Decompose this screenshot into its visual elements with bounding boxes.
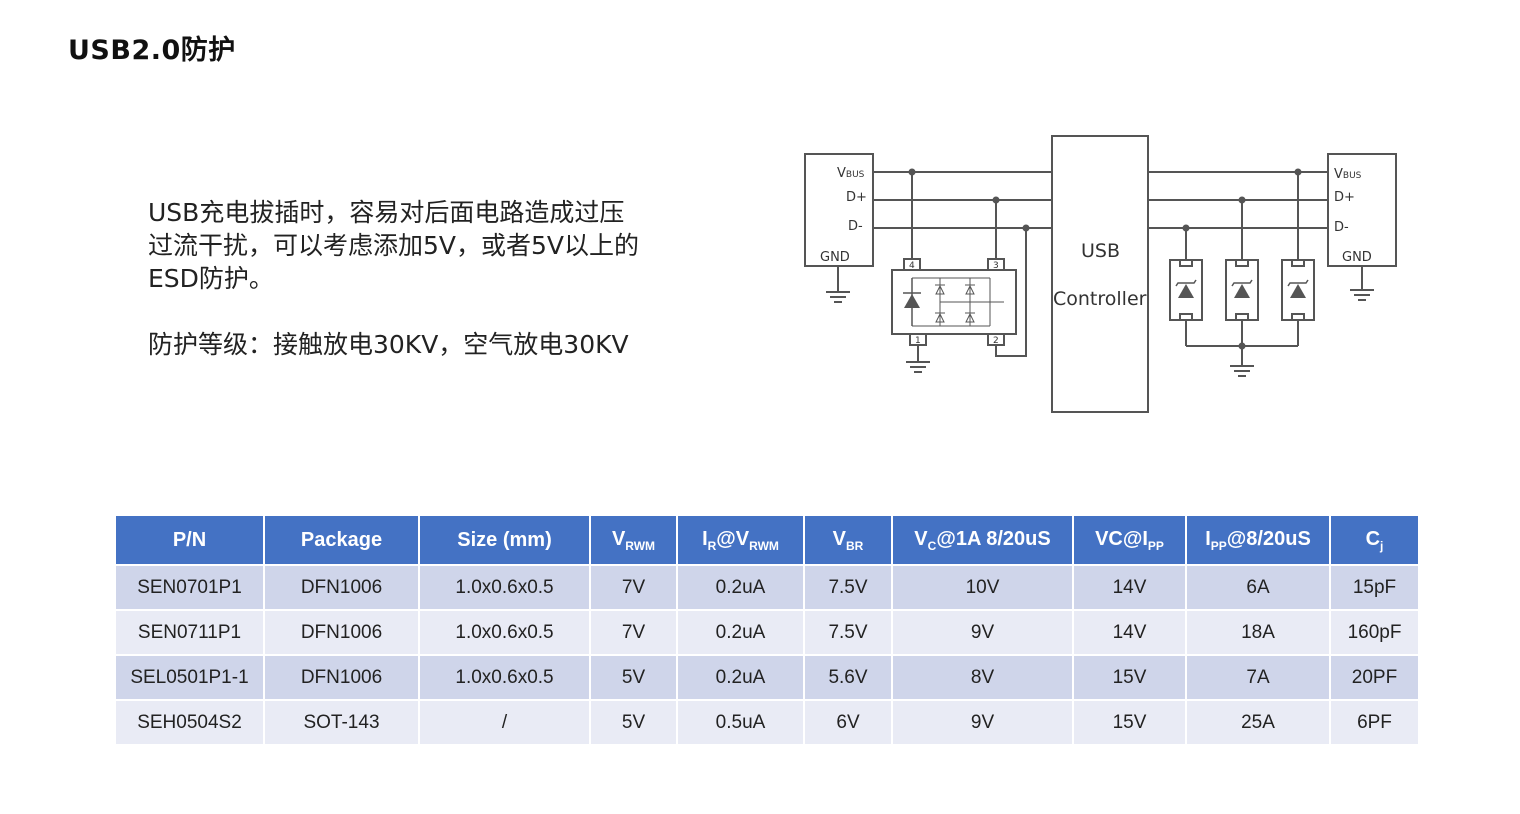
table-cell: 14V xyxy=(1073,564,1187,610)
pin-label-4: 4 xyxy=(909,261,915,271)
usb-protection-circuit-diagram: VBUS D+ D- GND USB Controller 4 3 1 2 xyxy=(804,135,1397,413)
table-cell: SOT-143 xyxy=(264,699,420,744)
tvs-ground-symbol xyxy=(1230,365,1254,377)
usb-controller-block xyxy=(1051,135,1149,413)
col-header-package: Package xyxy=(264,516,420,565)
right-dm-label: D- xyxy=(1334,220,1349,235)
table-cell: 1.0x0.6x0.5 xyxy=(419,564,591,610)
table-cell: 6A xyxy=(1186,564,1331,610)
table-cell: DFN1006 xyxy=(264,654,420,700)
table-cell: 0.2uA xyxy=(677,609,805,655)
tvs-diode-dp xyxy=(1225,196,1259,366)
tvs-diode-vbus xyxy=(1281,168,1315,346)
controller-label-controller: Controller xyxy=(1053,288,1147,310)
description-line-2: 过流干扰，可以考虑添加5V，或者5V以上的 xyxy=(148,231,640,260)
left-dp-label: D+ xyxy=(846,190,867,205)
col-header-vc: VC@1A 8/20uS xyxy=(892,516,1074,565)
pin-label-1: 1 xyxy=(915,336,921,346)
col-header-ipp: IPP@8/20uS xyxy=(1186,516,1331,565)
table-cell: 7A xyxy=(1186,654,1331,700)
esd-array-ic: 4 3 1 2 xyxy=(891,258,1017,346)
table-cell: 18A xyxy=(1186,609,1331,655)
table-cell: 10V xyxy=(892,564,1074,610)
table-cell: 8V xyxy=(892,654,1074,700)
description-line-1: USB充电拔插时，容易对后面电路造成过压 xyxy=(148,198,625,227)
table-cell: SEL0501P1-1 xyxy=(116,654,265,700)
table-cell: 7V xyxy=(590,609,678,655)
table-cell: 15V xyxy=(1073,654,1187,700)
tvs-diode-dm xyxy=(1169,224,1203,346)
table-cell: 9V xyxy=(892,699,1074,744)
table-cell: 6PF xyxy=(1330,699,1418,744)
right-dp-label: D+ xyxy=(1334,190,1355,205)
ic-ground-symbol xyxy=(906,345,930,373)
spec-table: P/N Package Size (mm) VRWM IR@VRWM VBR V… xyxy=(116,516,1418,744)
table-cell: 1.0x0.6x0.5 xyxy=(419,609,591,655)
table-row: SEL0501P1-1 DFN1006 1.0x0.6x0.5 5V 0.2uA… xyxy=(116,654,1418,700)
pin-label-3: 3 xyxy=(993,261,999,271)
table-cell: / xyxy=(419,699,591,744)
table-cell: 5V xyxy=(590,654,678,700)
table-cell: 0.2uA xyxy=(677,654,805,700)
right-gnd-label: GND xyxy=(1342,250,1372,265)
table-cell: SEN0701P1 xyxy=(116,564,265,610)
table-header-row: P/N Package Size (mm) VRWM IR@VRWM VBR V… xyxy=(116,516,1418,565)
right-vbus-label: VBUS xyxy=(1334,167,1362,182)
right-ground-symbol xyxy=(1350,266,1374,301)
left-gnd-label: GND xyxy=(820,250,850,265)
col-header-size: Size (mm) xyxy=(419,516,591,565)
description: USB充电拔插时，容易对后面电路造成过压 过流干扰，可以考虑添加5V，或者5V以… xyxy=(148,196,708,361)
col-header-vbr: VBR xyxy=(804,516,893,565)
left-vbus-label: VBUS xyxy=(837,166,865,181)
left-dm-label: D- xyxy=(848,219,863,234)
table-cell: SEN0711P1 xyxy=(116,609,265,655)
table-cell: 5V xyxy=(590,699,678,744)
col-header-vrwm: VRWM xyxy=(590,516,678,565)
protection-level: 防护等级：接触放电30KV，空气放电30KV xyxy=(148,330,629,359)
col-header-pn: P/N xyxy=(116,516,265,565)
left-ground-symbol xyxy=(826,266,850,303)
table-cell: 0.5uA xyxy=(677,699,805,744)
table-cell: DFN1006 xyxy=(264,609,420,655)
col-header-ir: IR@VRWM xyxy=(677,516,805,565)
table-cell: 7V xyxy=(590,564,678,610)
table-cell: 9V xyxy=(892,609,1074,655)
table-row: SEH0504S2 SOT-143 / 5V 0.5uA 6V 9V 15V 2… xyxy=(116,699,1418,744)
table-cell: 15pF xyxy=(1330,564,1418,610)
page-title: USB2.0防护 xyxy=(68,35,236,66)
table-cell: 15V xyxy=(1073,699,1187,744)
table-cell: 5.6V xyxy=(804,654,893,700)
description-line-3: ESD防护。 xyxy=(148,264,274,293)
table-cell: 25A xyxy=(1186,699,1331,744)
table-cell: SEH0504S2 xyxy=(116,699,265,744)
table-cell: 20PF xyxy=(1330,654,1418,700)
controller-label-usb: USB xyxy=(1081,240,1120,262)
table-cell: DFN1006 xyxy=(264,564,420,610)
col-header-cj: Cj xyxy=(1330,516,1418,565)
table-cell: 6V xyxy=(804,699,893,744)
table-cell: 1.0x0.6x0.5 xyxy=(419,654,591,700)
table-cell: 0.2uA xyxy=(677,564,805,610)
col-header-vc-ipp: VC@IPP xyxy=(1073,516,1187,565)
table-row: SEN0701P1 DFN1006 1.0x0.6x0.5 7V 0.2uA 7… xyxy=(116,564,1418,610)
pin-label-2: 2 xyxy=(993,336,999,346)
table-row: SEN0711P1 DFN1006 1.0x0.6x0.5 7V 0.2uA 7… xyxy=(116,609,1418,655)
table-cell: 7.5V xyxy=(804,564,893,610)
table-cell: 160pF xyxy=(1330,609,1418,655)
table-cell: 14V xyxy=(1073,609,1187,655)
table-cell: 7.5V xyxy=(804,609,893,655)
